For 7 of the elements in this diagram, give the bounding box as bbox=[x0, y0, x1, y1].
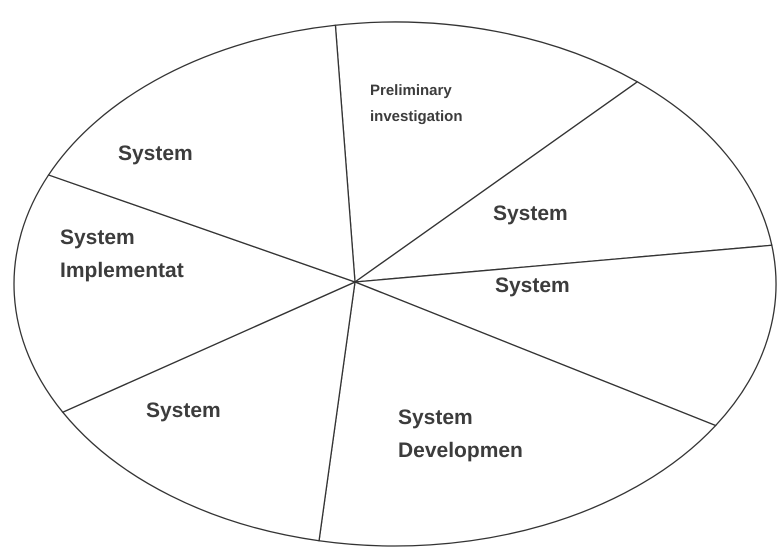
sector-label: System Developmen bbox=[398, 405, 524, 464]
sector-label: System bbox=[493, 201, 568, 227]
sector-label: System bbox=[118, 141, 193, 167]
sector-label: Preliminary investigation bbox=[370, 81, 464, 126]
sector-label: System bbox=[495, 273, 570, 299]
sector-label: System Implementat bbox=[60, 225, 185, 284]
sector-label: System bbox=[146, 398, 221, 424]
